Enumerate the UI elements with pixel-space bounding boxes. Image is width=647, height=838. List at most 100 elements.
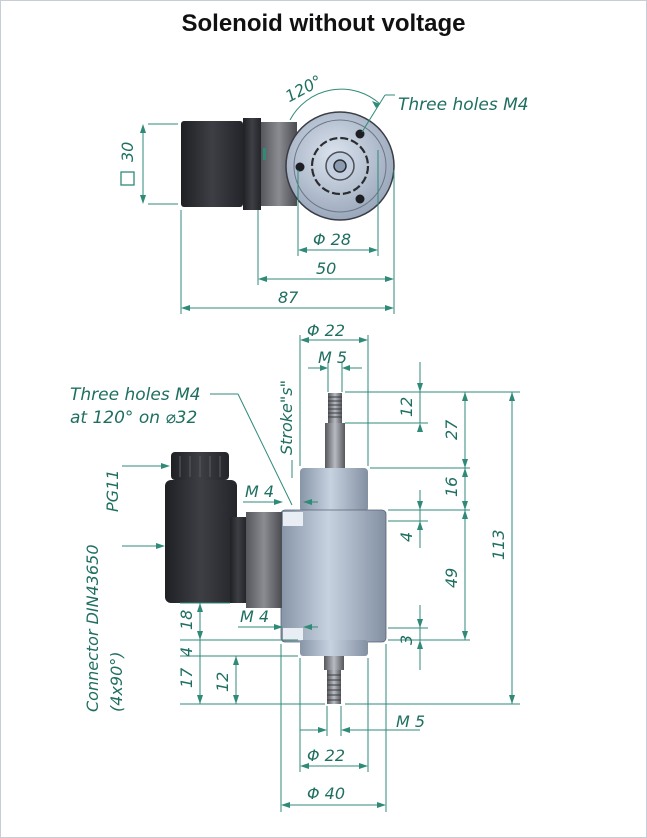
connector-base (246, 512, 282, 608)
arrow-icon (462, 468, 468, 477)
arrow-icon (156, 543, 165, 549)
dim-17: 17 (177, 667, 196, 688)
arrow-icon (233, 656, 239, 665)
note-leader (237, 393, 293, 506)
arrow-icon (359, 763, 368, 769)
flange-ring (293, 119, 387, 213)
arrow-icon (303, 499, 312, 505)
thread-recess-bottom (283, 628, 303, 640)
dim-18: 18 (177, 610, 196, 630)
housing-marker (263, 148, 266, 160)
arrow-icon (417, 383, 423, 392)
dim-12-left: 12 (213, 672, 232, 692)
top-view: 120° Three holes M4 30 Φ 28 50 87 (118, 71, 529, 314)
thread-recess-top (283, 512, 303, 526)
dim-113: 113 (489, 529, 508, 560)
arrow-icon (417, 501, 423, 510)
holes-note-line2: at 120° on ⌀32 (70, 408, 197, 428)
holes-leader (361, 94, 386, 133)
dim-4-right: 4 (397, 532, 416, 542)
arrow-icon (369, 247, 378, 253)
arrow-icon (140, 195, 146, 204)
dim-16: 16 (442, 477, 461, 497)
dim-27: 27 (442, 419, 461, 440)
arrow-icon (341, 727, 350, 733)
arrow-icon (303, 624, 312, 630)
arrow-icon (197, 631, 203, 640)
pg-label: PG11 (103, 470, 122, 512)
arrow-icon (359, 337, 368, 343)
din-connector (165, 480, 237, 603)
lower-flange (300, 640, 368, 656)
arrow-icon (274, 499, 283, 505)
arrow-icon (274, 624, 283, 630)
bottom-dia-label: Φ 22 (307, 746, 345, 765)
dim-49: 49 (442, 568, 461, 588)
arrow-icon (281, 802, 290, 808)
arrow-icon (385, 305, 394, 311)
top-thread-label: M 5 (318, 348, 347, 367)
arrow-icon (385, 276, 394, 282)
connector-line1: Connector DIN43650 (83, 544, 102, 712)
arrow-icon (462, 459, 468, 468)
holes-label: Three holes M4 (398, 95, 529, 115)
arrow-icon (298, 247, 307, 253)
arrow-icon (258, 276, 267, 282)
arrow-icon (462, 392, 468, 401)
connector-housing (181, 121, 243, 207)
arrow-icon (417, 521, 423, 530)
bore-label: Φ 28 (313, 230, 351, 249)
arrow-icon (417, 640, 423, 649)
page-title: Solenoid without voltage (181, 10, 466, 37)
width-label: 50 (316, 259, 336, 278)
lower-rod (324, 656, 344, 670)
arrow-icon (509, 392, 515, 401)
dim-3: 3 (397, 635, 416, 645)
mounting-hole-icon (295, 162, 305, 172)
mounting-hole-icon (355, 194, 365, 204)
dim-4-left: 4 (177, 647, 196, 657)
arrow-icon (181, 305, 190, 311)
side-view: Φ 22 M 5 Three holes M4 at 120° on ⌀32 S… (70, 321, 520, 812)
arrow-icon (320, 365, 328, 371)
bottom-thread-label: M 5 (396, 712, 425, 731)
m4-lower-label: M 4 (240, 607, 269, 626)
arrow-icon (462, 510, 468, 519)
square-symbol-icon (120, 171, 135, 186)
arrow-icon (342, 365, 350, 371)
arrow-icon (197, 603, 203, 612)
arrow-icon (417, 619, 423, 628)
top-dia-label: Φ 22 (307, 321, 345, 340)
arrow-icon (318, 727, 327, 733)
connector-collar (243, 118, 261, 210)
angle-label: 120° (282, 71, 325, 106)
arrow-icon (377, 802, 386, 808)
connector-collar (230, 517, 246, 603)
bolt-circle (310, 136, 370, 196)
plunger-tip (333, 159, 347, 173)
body-dia-label: Φ 40 (307, 784, 345, 803)
arrow-icon (140, 124, 146, 133)
arrow-icon (462, 501, 468, 510)
arrow-icon (161, 463, 170, 469)
plunger-rod (325, 423, 345, 468)
arrow-icon (197, 695, 203, 704)
m4-upper-label: M 4 (245, 482, 274, 501)
angle-arc (289, 88, 381, 121)
arrow-icon (300, 337, 309, 343)
length-label: 87 (278, 288, 299, 307)
upper-flange (300, 468, 368, 512)
arrow-icon (417, 423, 423, 432)
arrow-icon (300, 763, 309, 769)
arrow-icon (462, 631, 468, 640)
connector-line2: (4x90°) (107, 652, 126, 713)
square-label: 30 (118, 142, 137, 162)
stroke-label: Stroke"s" (277, 380, 296, 455)
holes-note-line1: Three holes M4 (70, 385, 201, 405)
solenoid-body (280, 509, 387, 643)
arrow-icon (372, 101, 380, 108)
arrow-icon (233, 695, 239, 704)
arrow-icon (509, 695, 515, 704)
dim-12-top: 12 (397, 397, 416, 417)
